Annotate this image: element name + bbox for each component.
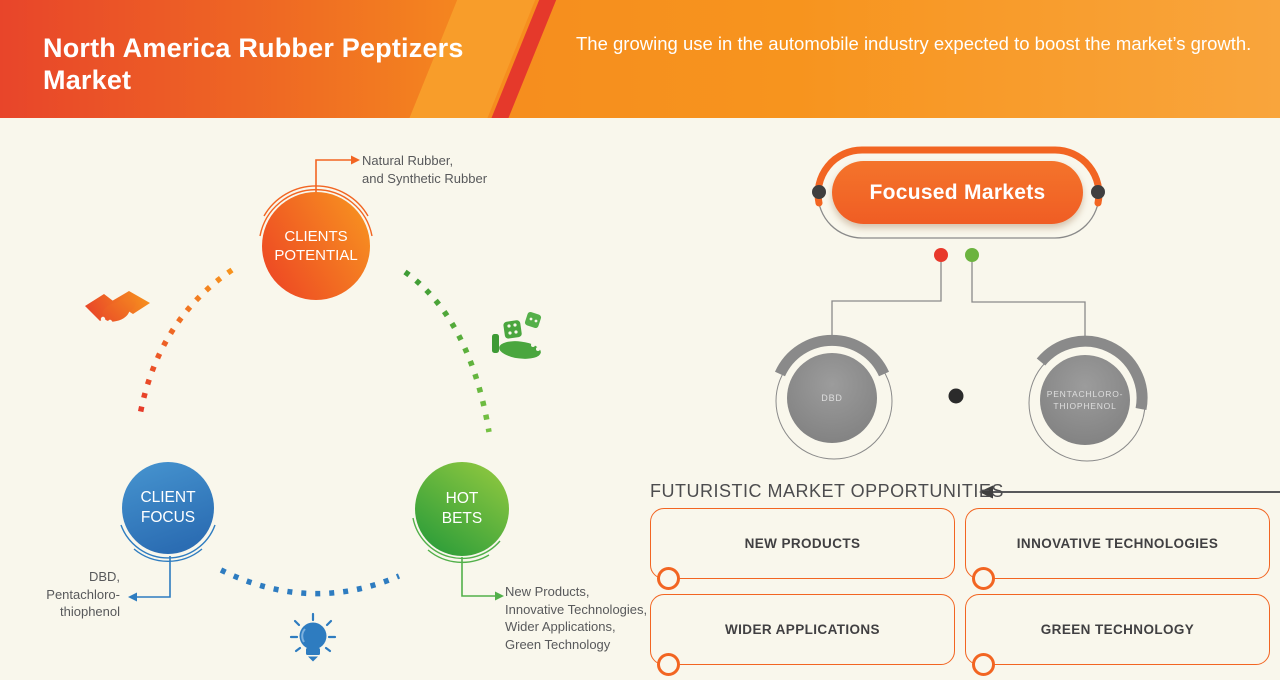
cycle-node-label: HOT BETS: [441, 489, 483, 527]
opportunity-label: WIDER APPLICATIONS: [725, 622, 880, 637]
page-title: North America Rubber Peptizers Market: [43, 33, 464, 95]
cycle-node-clients-potential: CLIENTS POTENTIAL: [262, 192, 370, 300]
box-corner-circle-icon: [972, 653, 995, 676]
handshake-icon: [85, 291, 150, 327]
opportunity-box-green-technology: GREEN TECHNOLOGY: [965, 594, 1270, 676]
cycle-node-label: CLIENTS POTENTIAL: [274, 227, 358, 265]
box-corner-circle-icon: [657, 567, 680, 590]
branch-dot-red: [934, 248, 948, 262]
dotted-arc-green: [403, 269, 492, 433]
box-corner-circle-icon: [972, 567, 995, 590]
opportunities-arrow: [979, 485, 1280, 499]
box-corner-circle-icon: [657, 653, 680, 676]
opportunities-grid: NEW PRODUCTS INNOVATIVE TECHNOLOGIES WID…: [650, 508, 1270, 676]
market-label-pentachlorothiophenol: PENTACHLORO- THIOPHENOL: [1046, 389, 1124, 412]
market-label-dbd: DBD: [821, 393, 843, 403]
page-subtitle: The growing use in the automobile indust…: [576, 33, 1252, 54]
dotted-arc-blue: [219, 567, 401, 597]
opportunity-label: GREEN TECHNOLOGY: [1040, 622, 1195, 637]
cycle-node-hot-bets: HOT BETS: [415, 462, 509, 556]
focused-markets-pill: Focused Markets: [832, 161, 1083, 224]
opportunity-box-new-products: NEW PRODUCTS: [650, 508, 955, 590]
separator-dot: [948, 388, 964, 404]
opportunities-heading: FUTURISTIC MARKET OPPORTUNITIES: [650, 481, 1004, 501]
cycle-node-client-focus: CLIENT FOCUS: [122, 462, 214, 554]
hot-bets-connector: [461, 557, 504, 601]
lightbulb-icon: [289, 612, 337, 662]
annotation-hot-bets: New Products, Innovative Technologies, W…: [505, 584, 648, 652]
opportunity-box-wider-applications: WIDER APPLICATIONS: [650, 594, 955, 676]
cycle-node-label: CLIENT FOCUS: [140, 488, 196, 526]
client-focus-connector: [128, 556, 171, 602]
opportunity-box-innovative-technologies: INNOVATIVE TECHNOLOGIES: [965, 508, 1270, 590]
dice-hand-icon: [492, 311, 542, 359]
annotation-client-focus: DBD, Pentachloro- thiophenol: [46, 569, 120, 620]
focused-markets-branches: [831, 248, 1086, 404]
opportunity-label: INNOVATIVE TECHNOLOGIES: [1016, 536, 1219, 551]
annotation-clients-potential: Natural Rubber, and Synthetic Rubber: [362, 153, 488, 186]
branch-dot-green: [965, 248, 979, 262]
opportunity-label: NEW PRODUCTS: [744, 536, 861, 551]
header-banner: North America Rubber Peptizers Market Th…: [0, 0, 1280, 118]
focused-markets-title: Focused Markets: [869, 180, 1046, 204]
dotted-arc-orange: [137, 267, 234, 416]
